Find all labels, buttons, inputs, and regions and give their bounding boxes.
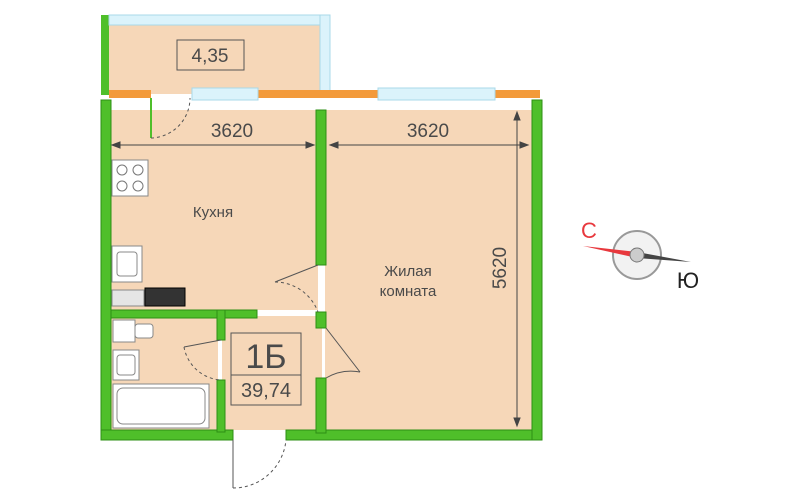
compass-south-label: Ю — [677, 268, 699, 293]
total-area: 39,74 — [241, 380, 291, 402]
dimension-lines — [110, 110, 530, 428]
window — [377, 87, 496, 101]
balcony-window — [108, 14, 330, 26]
living-room-label-line1: Жилая — [384, 263, 431, 280]
washbasin-icon — [112, 349, 140, 381]
kitchen-label: Кухня — [193, 204, 233, 221]
bathtub-icon — [112, 383, 210, 429]
balcony-side-window — [319, 14, 331, 96]
balcony-area-box — [176, 39, 245, 71]
balcony-wall — [101, 15, 109, 95]
living-room-floor — [325, 110, 533, 430]
kitchen-sink-icon — [111, 245, 143, 283]
balcony-area: 4,35 — [192, 46, 229, 67]
kitchen-width-label: 3620 — [211, 121, 253, 142]
balcony-rail — [109, 90, 151, 98]
total-area-box — [230, 374, 302, 406]
compass-north-label: С — [581, 218, 597, 243]
living-depth-label: 5620 — [490, 247, 511, 289]
balcony-rail — [495, 90, 540, 98]
toilet-icon — [112, 319, 154, 343]
counter-icon — [111, 289, 145, 307]
doors — [150, 97, 361, 489]
window — [191, 87, 259, 101]
fridge-icon — [144, 287, 186, 307]
living-width-label: 3620 — [407, 121, 449, 142]
living-room-label-line2: комната — [380, 283, 437, 300]
apartment-type-box — [230, 332, 302, 376]
balcony-rail — [258, 90, 378, 98]
compass-icon — [583, 230, 691, 280]
stove-icon — [111, 159, 149, 197]
kitchen-floor — [108, 110, 318, 310]
apartment-type: 1Б — [245, 338, 286, 376]
walls — [100, 99, 543, 441]
